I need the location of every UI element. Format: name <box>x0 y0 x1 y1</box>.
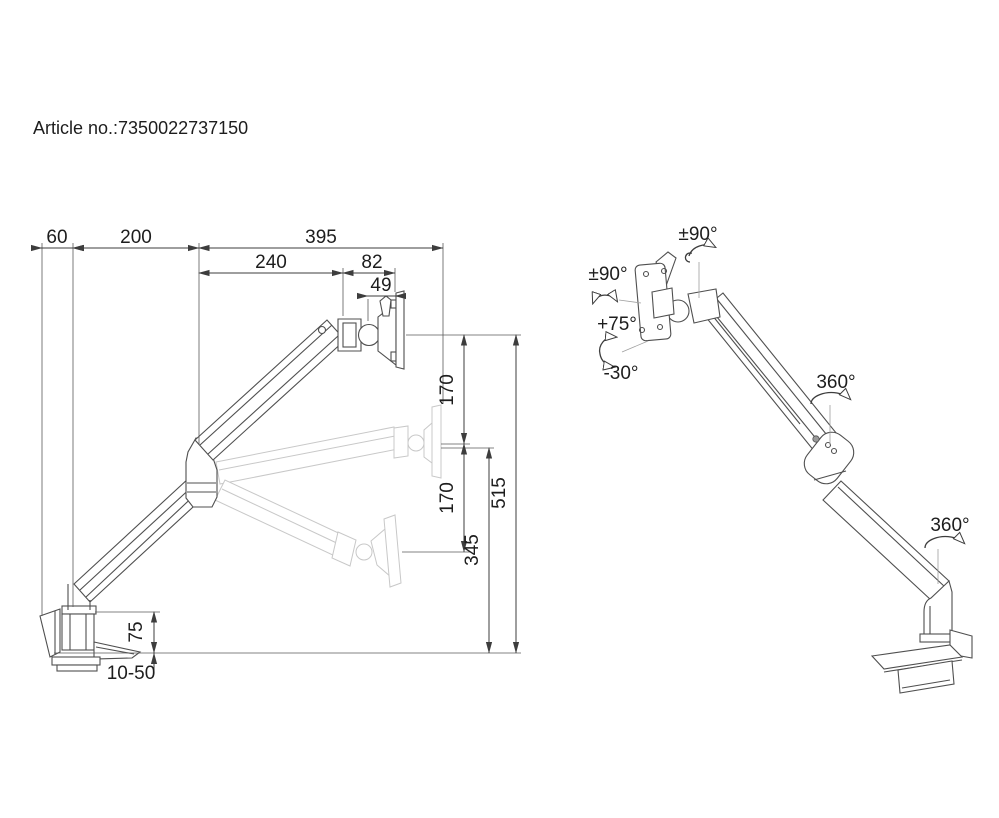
dim-170-lower-label: 170 <box>437 482 458 514</box>
dim-345-label: 345 <box>462 534 483 566</box>
dimension-lines <box>31 244 520 674</box>
ghost-vesa-plate-mid <box>431 404 442 479</box>
dim-170-upper-label: 170 <box>437 374 458 406</box>
vesa-plate-side <box>395 290 405 370</box>
dim-82-label: 82 <box>361 252 382 273</box>
upper-arm-perspective <box>700 292 842 458</box>
elbow-screw <box>812 435 820 443</box>
side-elevation-view: 60 200 395 240 82 49 170 170 345 515 75 … <box>31 227 521 684</box>
angle-head-rotation-label: ±90° <box>588 264 627 285</box>
dim-49-label: 49 <box>370 275 391 296</box>
lower-arm-side <box>67 477 206 610</box>
rotation-arrow-curl <box>684 252 693 263</box>
base-swivel-arrow-icon <box>924 537 964 549</box>
ghost-vesa-plate-low <box>383 514 402 588</box>
rotation-annotations: ±90° ±90° +75° -30° 360° 360° <box>588 224 970 584</box>
monitor-head-side <box>337 290 405 370</box>
head-swivel-arrow-icon <box>688 245 715 257</box>
ghost-arm-positions <box>214 404 442 588</box>
angle-elbow-swivel-label: 360° <box>816 372 855 393</box>
angle-tilt-down-label: -30° <box>603 363 638 384</box>
upper-arm-side <box>194 319 346 461</box>
angle-base-swivel-label: 360° <box>930 515 969 536</box>
dim-10-50-label: 10-50 <box>107 663 156 684</box>
ghost-ball-joint-low <box>355 543 373 561</box>
arm-pivot-screw <box>317 325 327 335</box>
angle-tilt-up-label: +75° <box>597 314 637 335</box>
angle-head-swivel-label: ±90° <box>678 224 717 245</box>
article-number: Article no.:7350022737150 <box>33 118 248 138</box>
desk-clamp-side <box>39 605 142 672</box>
dim-395-label: 395 <box>305 227 337 248</box>
extension-lines <box>41 243 521 654</box>
perspective-view: ±90° ±90° +75° -30° 360° 360° <box>588 224 973 694</box>
monitor-arm-side-drawing <box>39 290 405 672</box>
monitor-arm-perspective-drawing <box>634 251 973 694</box>
head-rotation-arrow-icon <box>593 295 617 303</box>
dim-60-label: 60 <box>46 227 67 248</box>
dimension-labels: 60 200 395 240 82 49 170 170 345 515 75 … <box>46 227 510 684</box>
clamp-lower-jaw <box>51 656 101 666</box>
ghost-ball-joint-mid <box>407 434 425 452</box>
tilt-arrow-icon <box>598 337 616 367</box>
elbow-swivel-arrow-icon <box>810 393 850 405</box>
dim-200-label: 200 <box>120 227 152 248</box>
dim-515-label: 515 <box>489 477 510 509</box>
elbow-joint-perspective <box>803 431 855 485</box>
monitor-head-perspective <box>634 251 721 342</box>
dim-75-label: 75 <box>126 621 147 642</box>
desk-clamp-perspective <box>870 579 973 694</box>
dim-240-label: 240 <box>255 252 287 273</box>
ball-joint-side <box>357 323 381 347</box>
